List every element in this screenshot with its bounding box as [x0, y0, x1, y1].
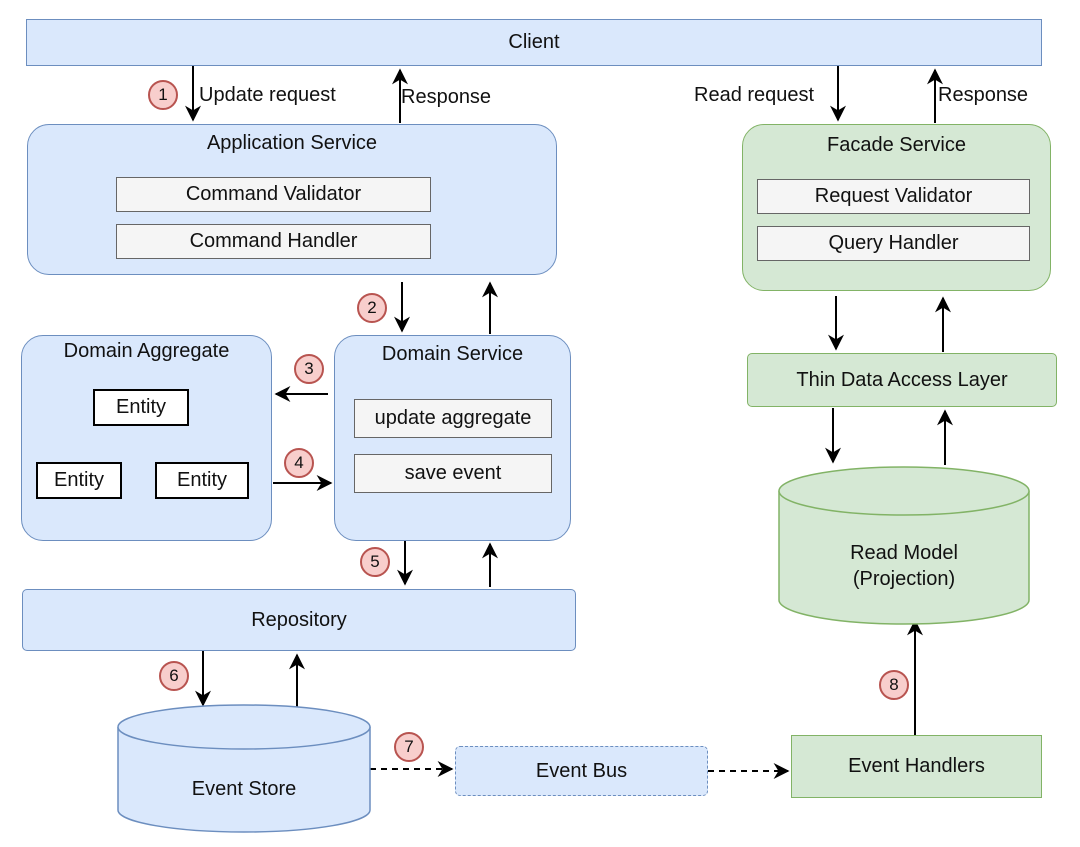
- response-right-label: Response: [938, 84, 1029, 106]
- event-handlers[interactable]: Event Handlers: [791, 735, 1042, 798]
- step-badge-8: 8: [879, 670, 909, 700]
- step-badge-6: 6: [159, 661, 189, 691]
- read-request-label: Read request: [694, 84, 815, 106]
- entity-left: Entity: [36, 462, 122, 499]
- read-model-line2: (Projection): [852, 568, 956, 590]
- command-handler: Command Handler: [116, 224, 431, 259]
- query-handler: Query Handler: [757, 226, 1030, 261]
- application-service[interactable]: Application Service Command Validator Co…: [27, 124, 557, 275]
- command-validator: Command Validator: [116, 177, 431, 212]
- event-store-cylinder: [117, 704, 371, 833]
- read-model-cylinder: [778, 466, 1030, 625]
- request-validator: Request Validator: [757, 179, 1030, 214]
- domain-service[interactable]: Domain Service update aggregate save eve…: [334, 335, 571, 541]
- client-label: Client: [508, 31, 560, 53]
- step-badge-1: 1: [148, 80, 178, 110]
- read-model-label[interactable]: Read Model (Projection): [779, 540, 1029, 592]
- event-bus[interactable]: Event Bus: [455, 746, 708, 796]
- step-badge-4: 4: [284, 448, 314, 478]
- entity-root: Entity: [93, 389, 189, 426]
- application-service-title: Application Service: [206, 132, 378, 154]
- save-event-item: save event: [354, 454, 552, 493]
- facade-service[interactable]: Facade Service Request Validator Query H…: [742, 124, 1051, 291]
- thin-data-access-layer[interactable]: Thin Data Access Layer: [747, 353, 1057, 407]
- domain-aggregate-title: Domain Aggregate: [63, 340, 230, 362]
- event-store-label[interactable]: Event Store: [191, 778, 297, 800]
- client-bar[interactable]: Client: [26, 19, 1042, 66]
- domain-aggregate[interactable]: Domain Aggregate: [21, 335, 272, 541]
- domain-service-title: Domain Service: [381, 343, 524, 365]
- entity-right: Entity: [155, 462, 249, 499]
- step-badge-2: 2: [357, 293, 387, 323]
- repository[interactable]: Repository: [22, 589, 576, 651]
- facade-service-title: Facade Service: [827, 134, 966, 156]
- update-request-label: Update request: [199, 84, 336, 106]
- response-left-label: Response: [401, 86, 492, 108]
- step-badge-3: 3: [294, 354, 324, 384]
- read-model-line1: Read Model: [850, 542, 958, 564]
- step-badge-5: 5: [360, 547, 390, 577]
- update-aggregate-item: update aggregate: [354, 399, 552, 438]
- step-badge-7: 7: [394, 732, 424, 762]
